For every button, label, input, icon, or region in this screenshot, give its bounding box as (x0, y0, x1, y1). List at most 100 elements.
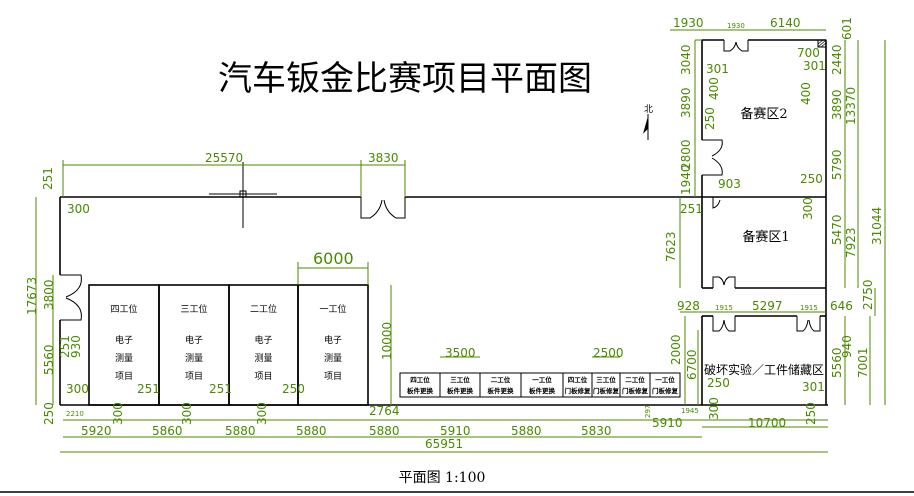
dimension-label: 300 (801, 197, 815, 220)
station-task: 板件更换 (488, 386, 515, 395)
dimension-label: 251 (58, 335, 72, 358)
dimension-label: 251 (680, 202, 703, 216)
dimension-label: 5880 (511, 424, 542, 438)
dimension-label: 6000 (313, 249, 354, 268)
dimension-label: 1940 (679, 164, 693, 195)
small-stations: 四工位板件更换三工位板件更换二工位板件更换一工位板件更换四工位门板修复三工位门板… (399, 372, 681, 398)
dimension-label: 5790 (830, 149, 844, 180)
dimension-label: 1930 (727, 22, 745, 30)
dimension-label: 3040 (679, 44, 693, 75)
dimension-label: 5880 (369, 424, 400, 438)
dimension-label: 5560 (830, 347, 844, 378)
dimension-label: 5910 (440, 424, 471, 438)
dimension-label: 2000 (669, 334, 683, 365)
bay-station-label: 三工位 (180, 303, 207, 315)
dimension-label: 300 (707, 397, 721, 420)
dimension-label: 250 (42, 402, 56, 425)
dimension-label: 300 (255, 402, 269, 425)
dimension-label: 3890 (679, 87, 693, 118)
storage-room-walls (701, 288, 827, 405)
prep-area-1-walls (701, 196, 827, 289)
bay-task-label: 项目 (115, 371, 133, 382)
dimension-lines (35, 29, 886, 453)
dimension-label: 301 (803, 59, 826, 73)
dimension-label: 301 (802, 380, 825, 394)
dimension-label: 300 (111, 402, 125, 425)
bay-task-label: 测量 (254, 353, 272, 364)
bay-task-label: 电子 (185, 334, 203, 346)
bay-task-label: 电子 (254, 334, 272, 346)
dimension-label: 300 (180, 402, 194, 425)
dimension-label: 5860 (152, 424, 183, 438)
station-task: 门板修复 (593, 386, 620, 395)
dimension-label: 700 (797, 46, 820, 60)
dimension-label: 7923 (844, 227, 858, 258)
dimension-label: 13370 (844, 87, 858, 125)
dimension-label: 300 (66, 382, 89, 396)
dimension-label: 300 (67, 202, 90, 216)
station-label: 一工位 (532, 375, 552, 384)
dimension-label: 2500 (593, 346, 624, 360)
dimension-label: 2210 (66, 410, 84, 418)
dimension-label: 10000 (380, 322, 394, 360)
station-outline (649, 372, 681, 398)
dimension-label: 251 (209, 382, 232, 396)
dimension-label: 2764 (369, 404, 400, 418)
station-label: 三工位 (450, 375, 470, 384)
dimension-label: 251 (137, 382, 160, 396)
dimension-label: 930 (69, 335, 83, 358)
dimension-label: 400 (799, 82, 813, 105)
dimension-label: 301 (706, 62, 729, 76)
dimension-label: 7001 (856, 347, 870, 378)
bay-task-label: 电子 (115, 334, 133, 346)
dimension-label: 3890 (830, 89, 844, 120)
station-label: 一工位 (655, 375, 675, 384)
dimension-label: 601 (840, 17, 854, 40)
bay-station-label: 一工位 (319, 303, 346, 315)
dimension-label: 250 (703, 107, 717, 130)
station-label: 四工位 (410, 375, 430, 384)
main-entrance-door (360, 197, 406, 219)
station-task: 门板修复 (652, 386, 679, 395)
bay-outline (297, 284, 369, 406)
dimension-label: 400 (707, 77, 721, 100)
dimension-label: 2800 (679, 139, 693, 170)
dimension-label: 251 (41, 167, 55, 190)
dimension-label: 2750 (861, 279, 875, 310)
bay-station-label: 二工位 (250, 303, 277, 315)
station-task: 板件更换 (529, 386, 556, 395)
station-task: 门板修复 (622, 386, 649, 395)
dimension-label: 25570 (205, 151, 243, 165)
dimension-label: 250 (707, 376, 730, 390)
bay-task-label: 测量 (185, 353, 203, 364)
dimension-label: 5910 (652, 416, 683, 430)
north-arrow-icon: 北 (642, 104, 653, 140)
dimension-label: 940 (840, 335, 854, 358)
bay-task-label: 电子 (324, 334, 342, 346)
dimension-label: 1915 (800, 304, 818, 312)
dimension-label: 5560 (42, 344, 56, 375)
dimension-label: 1915 (715, 304, 733, 312)
dimension-label: 65951 (425, 437, 463, 451)
bay-task-label: 测量 (324, 353, 342, 364)
dimension-label: 250 (282, 382, 305, 396)
dimension-label: 5830 (581, 424, 612, 438)
dimension-label: 5297 (752, 299, 783, 313)
dimension-label: 646 (830, 299, 853, 313)
dimension-label: 5880 (225, 424, 256, 438)
station-label: 二工位 (625, 375, 645, 384)
drawing-title: 汽车钣金比赛项目平面图 (218, 59, 592, 99)
dimension-label: 5470 (830, 214, 844, 245)
dimension-label: 903 (718, 177, 741, 191)
dimension-label: 2440 (830, 44, 844, 75)
drawing-caption: 平面图 1:100 (399, 470, 486, 486)
bay-task-label: 项目 (185, 371, 203, 382)
